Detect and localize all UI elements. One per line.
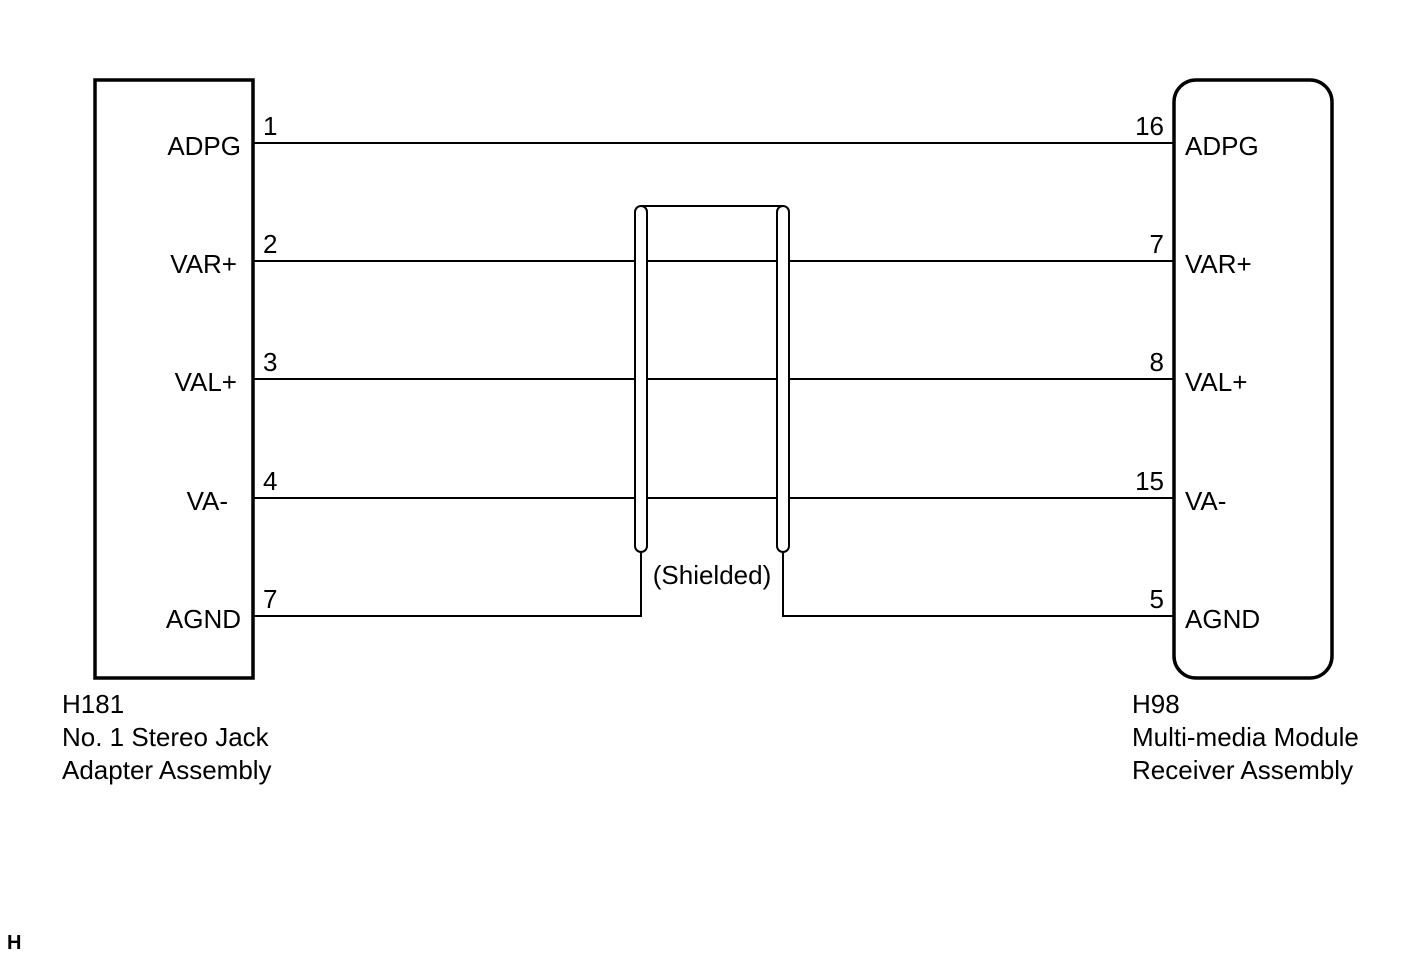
right-signal-va: VA- [1185, 486, 1226, 516]
right-pin-va: 15 [1135, 466, 1164, 496]
left-signal-agnd: AGND [166, 604, 241, 634]
left-connector-code: H181 [62, 689, 124, 719]
wire-agnd-right [782, 552, 1174, 617]
right-signal-var: VAR+ [1185, 249, 1252, 279]
wire-agnd-left [253, 552, 642, 617]
shield-label: (Shielded) [653, 560, 772, 590]
right-pin-adpg: 16 [1135, 111, 1164, 141]
left-connector-name-line1: No. 1 Stereo Jack [62, 722, 270, 752]
left-signal-val: VAL+ [175, 367, 237, 397]
left-signal-var: VAR+ [170, 249, 237, 279]
right-connector-code: H98 [1132, 689, 1180, 719]
right-pin-var: 7 [1150, 229, 1164, 259]
right-pin-agnd: 5 [1150, 584, 1164, 614]
left-pin-val: 3 [263, 347, 277, 377]
right-connector-name-line2: Receiver Assembly [1132, 755, 1353, 785]
right-signal-val: VAL+ [1185, 367, 1247, 397]
left-signal-va: VA- [187, 486, 228, 516]
shield-left-tube [634, 205, 648, 553]
left-connector-name-line2: Adapter Assembly [62, 755, 272, 785]
right-signal-adpg: ADPG [1185, 131, 1259, 161]
right-signal-agnd: AGND [1185, 604, 1260, 634]
left-pin-adpg: 1 [263, 111, 277, 141]
left-pin-var: 2 [263, 229, 277, 259]
left-pin-va: 4 [263, 466, 277, 496]
right-pin-val: 8 [1150, 347, 1164, 377]
left-pin-agnd: 7 [263, 584, 277, 614]
left-signal-adpg: ADPG [167, 131, 241, 161]
right-connector-name-line1: Multi-media Module [1132, 722, 1359, 752]
shield-right-tube [776, 205, 790, 553]
corner-mark: H [7, 932, 21, 954]
